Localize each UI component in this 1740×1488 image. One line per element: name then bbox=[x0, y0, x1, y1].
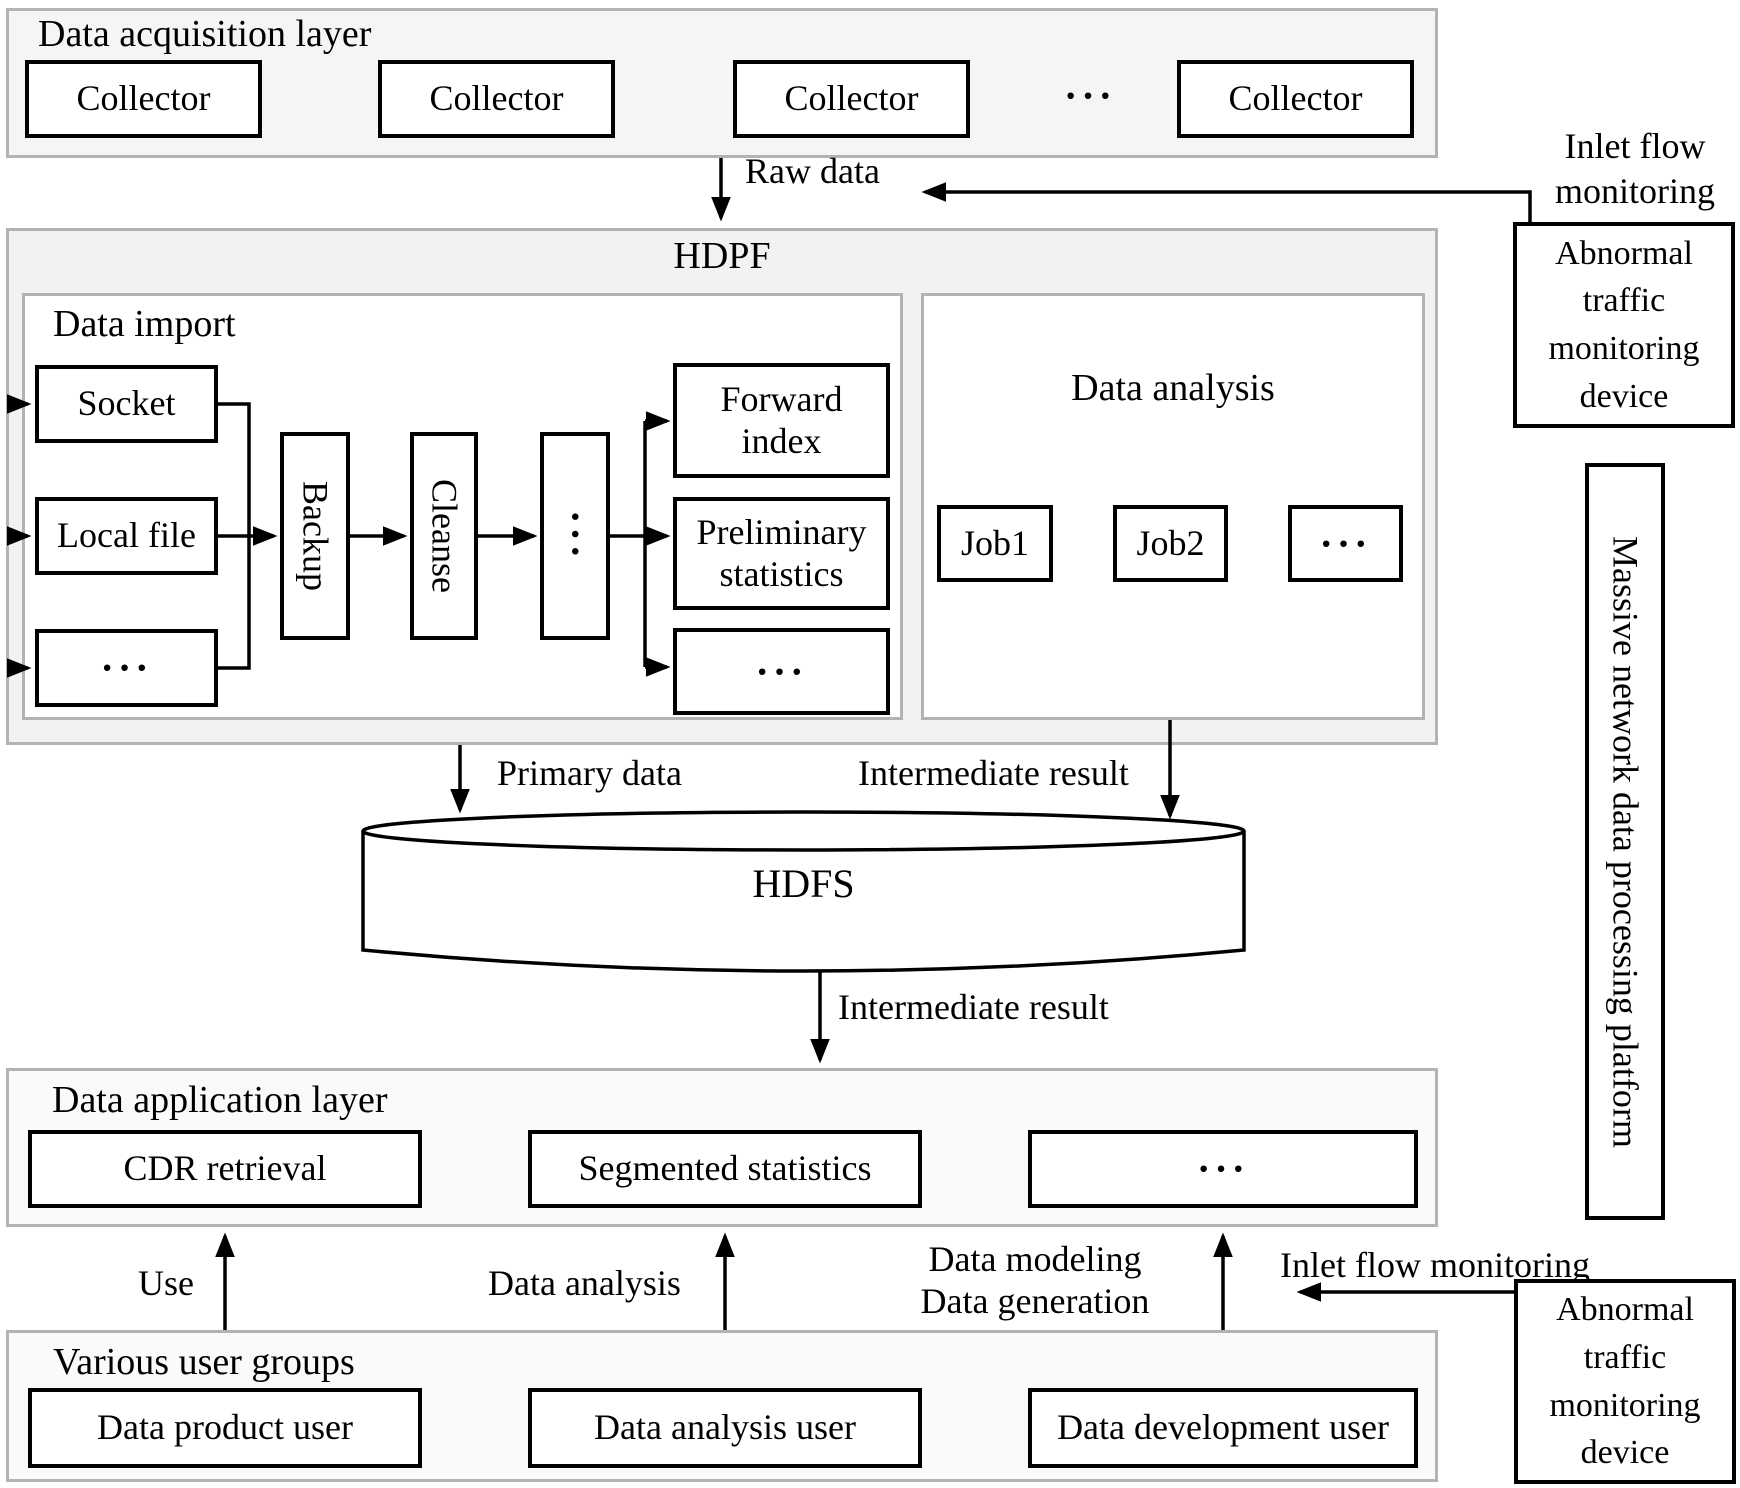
backup-box: Backup bbox=[280, 432, 350, 640]
cleanse-box: Cleanse bbox=[410, 432, 478, 640]
collector-box-2: Collector bbox=[378, 60, 615, 138]
output-ellipsis-box: ··· bbox=[673, 628, 890, 715]
use-label: Use bbox=[138, 1263, 194, 1303]
application-ellipsis-box: ··· bbox=[1028, 1130, 1418, 1208]
data-development-user-box: Data development user bbox=[1028, 1388, 1418, 1468]
job-ellipsis-box: ··· bbox=[1288, 505, 1403, 582]
data-product-user-box: Data product user bbox=[28, 1388, 422, 1468]
hdfs-label: HDFS bbox=[752, 861, 855, 906]
job1-box: Job1 bbox=[937, 505, 1053, 582]
inlet-flow-bottom-label: Inlet flow monitoring bbox=[1280, 1245, 1590, 1285]
collector-box-1: Collector bbox=[25, 60, 262, 138]
data-analysis-flow-label: Data analysis bbox=[488, 1263, 681, 1303]
import-ellipsis-box: ··· bbox=[35, 629, 218, 707]
hdfs-cylinder-body bbox=[361, 831, 1246, 973]
primary-data-label: Primary data bbox=[497, 753, 682, 793]
forward-index-box: Forward index bbox=[673, 363, 890, 478]
user-groups-title: Various user groups bbox=[53, 1341, 355, 1383]
collector-box-4: Collector bbox=[1177, 60, 1414, 138]
raw-data-label: Raw data bbox=[745, 151, 880, 191]
inlet-flow-top-label: Inlet flow monitoring bbox=[1555, 126, 1715, 211]
segmented-statistics-box: Segmented statistics bbox=[528, 1130, 922, 1208]
branch-bus bbox=[610, 421, 647, 667]
preliminary-statistics-box: Preliminary statistics bbox=[673, 497, 890, 610]
collector-box-3: Collector bbox=[733, 60, 970, 138]
data-import-title: Data import bbox=[53, 303, 236, 345]
local-file-box: Local file bbox=[35, 497, 218, 575]
data-modeling-line-1: Data modeling bbox=[928, 1239, 1142, 1279]
socket-box: Socket bbox=[35, 365, 218, 443]
data-acquisition-layer-title: Data acquisition layer bbox=[38, 13, 372, 55]
hdpf-title: HDPF bbox=[673, 235, 771, 277]
intermediate-result-bottom-label: Intermediate result bbox=[838, 987, 1109, 1027]
hdfs-cylinder-top bbox=[361, 810, 1246, 852]
massive-platform-box: Massive network data processing platform bbox=[1585, 463, 1665, 1220]
data-modeling-line-2: Data generation bbox=[920, 1281, 1150, 1321]
data-application-layer-title: Data application layer bbox=[52, 1079, 388, 1121]
inlet-flow-top-arrow bbox=[921, 182, 1532, 222]
intermediate-result-top-label: Intermediate result bbox=[858, 753, 1129, 793]
data-analysis-title: Data analysis bbox=[1071, 367, 1275, 409]
abnormal-device-top-box: Abnormal traffic monitoring device bbox=[1513, 222, 1735, 428]
pipeline-ellipsis-box: ··· bbox=[540, 432, 610, 640]
data-analysis-user-box: Data analysis user bbox=[528, 1388, 922, 1468]
cdr-retrieval-box: CDR retrieval bbox=[28, 1130, 422, 1208]
abnormal-device-bottom-box: Abnormal traffic monitoring device bbox=[1514, 1279, 1736, 1484]
data-modeling-label: Data modeling Data generation bbox=[890, 1238, 1180, 1322]
collector-ellipsis: ··· bbox=[1063, 73, 1117, 118]
job2-box: Job2 bbox=[1113, 505, 1228, 582]
